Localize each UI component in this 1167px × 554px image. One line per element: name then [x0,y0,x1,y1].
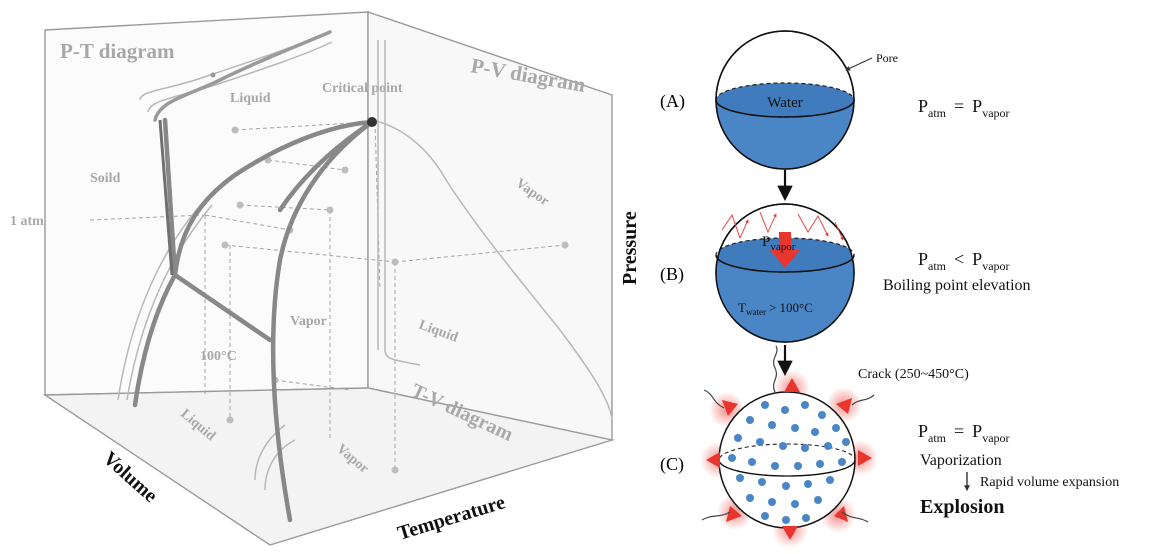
vapor-bounce-lines [721,211,844,241]
phase-boundary-outlines [117,31,613,491]
pore-schematic: (A) Water Pore Patm=Pvapor (B) [660,30,1119,548]
pt-liquid-label: Liquid [230,91,271,106]
eq-b: Patm<Pvapor [918,249,1010,273]
burst-arrows [706,378,872,540]
pore-label: Pore [876,51,898,65]
p-vapor-inner: Pvapor [762,234,796,253]
water-label: Water [767,95,802,111]
pressure-axis-label: Pressure [619,211,641,285]
twater-label: Twater> 100°C [738,300,813,317]
critical-point-label: Critical point [322,81,403,96]
explosion-label: Explosion [920,496,1004,518]
phase-boundary-curves [132,30,375,523]
state-a-tag: (A) [660,91,685,112]
crack-label: Crack (250~450°C) [858,367,969,382]
state-c: (C) [660,345,1119,548]
pt-dot [210,72,216,78]
one-atm-label: 1 atm [10,214,44,229]
eq-a: Patm=Pvapor [918,96,1010,120]
pt-vapor-label: Vapor [290,314,327,329]
boiling-note: Boiling point elevation [883,277,1031,294]
vapor-pressure-arrow [770,232,800,268]
solid-liquid-line [158,119,174,276]
state-a: (A) Water Pore Patm=Pvapor [660,30,1010,170]
floor-panel [42,387,615,546]
crack-lines [701,345,875,523]
critical-point-marker [367,117,377,127]
pt-diagram-title: P-T diagram [60,39,175,63]
guide-lines [89,121,566,470]
vaporization-label: Vaporization [920,452,1002,469]
eq-c: Patm=Pvapor [918,421,1010,445]
rapid-expansion-label: Rapid volume expansion [980,475,1119,490]
hundred-c-label: 100°C [200,349,237,364]
state-c-tag: (C) [660,454,684,475]
vapor-bubbles [728,401,850,524]
state-b: (B) Pvapor Twater> 100°C [660,203,1031,343]
pt-solid-label: Soild [90,171,121,186]
pore-pointer [845,57,873,71]
state-b-tag: (B) [660,264,684,285]
phase-diagram-3d: P-T diagram P-V diagram T-V diagram Crit… [10,11,641,546]
